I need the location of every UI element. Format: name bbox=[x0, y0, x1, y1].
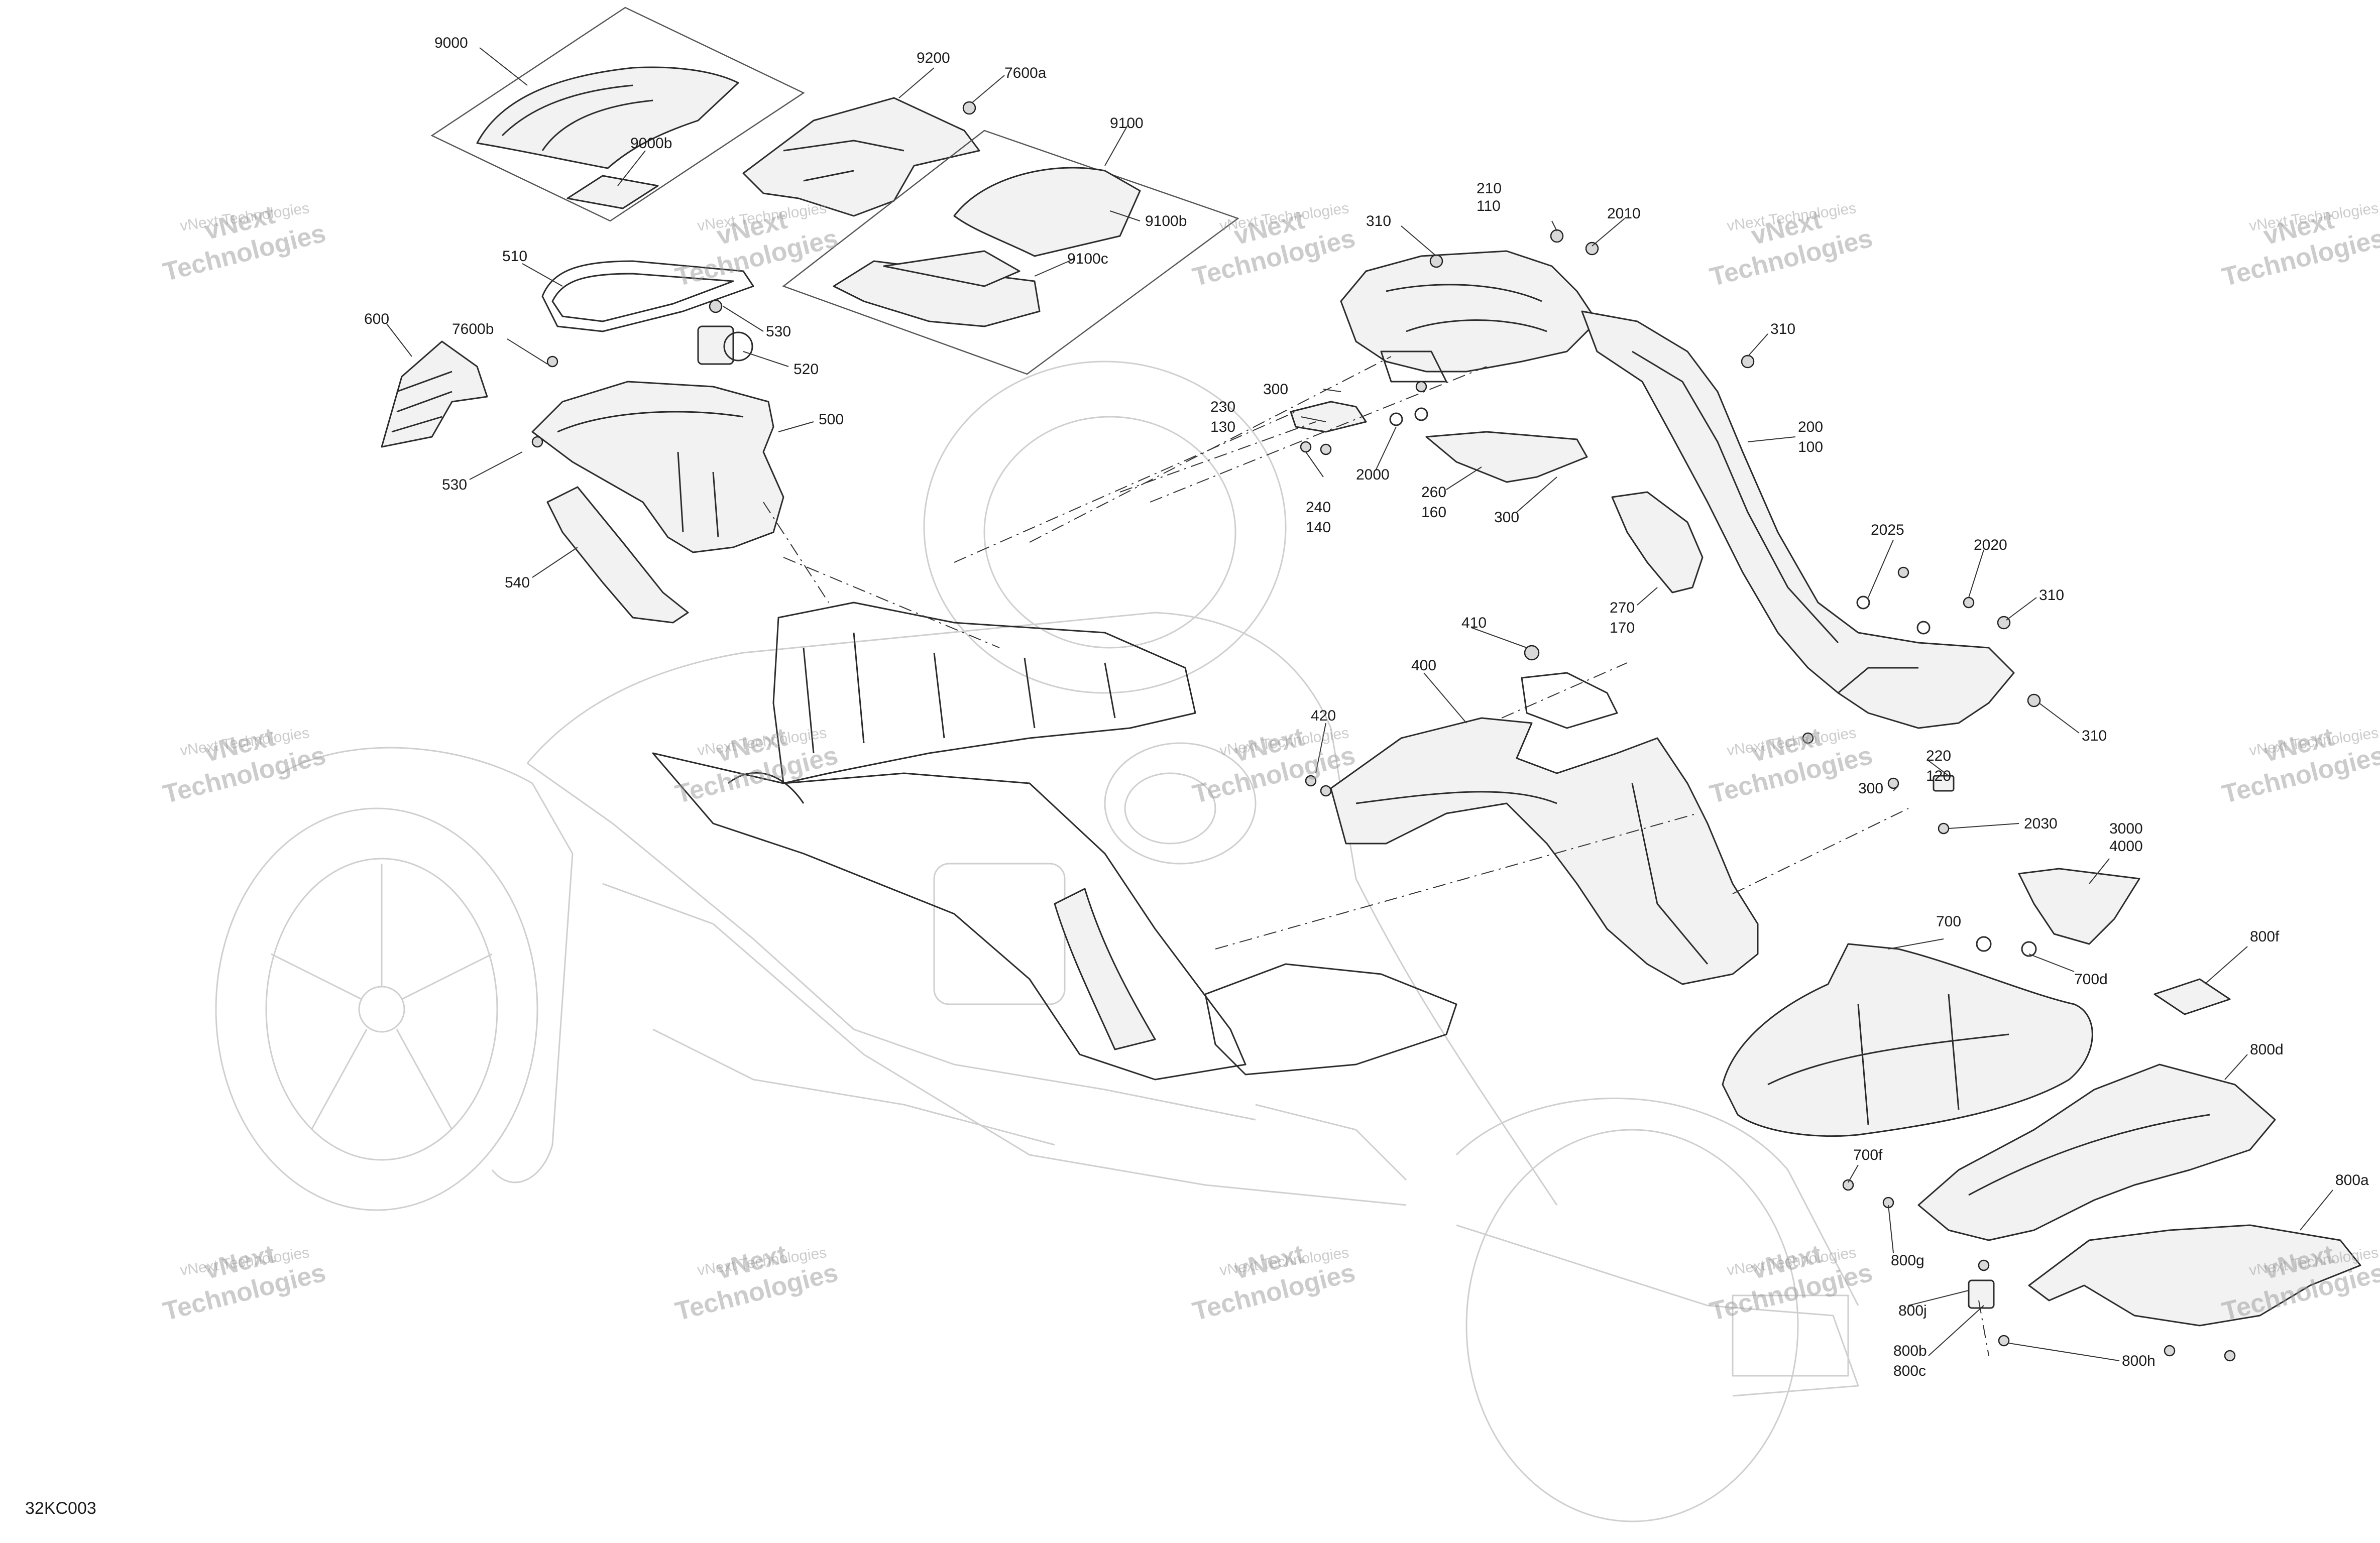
callout-label[interactable]: 210 bbox=[1477, 180, 1502, 197]
callout-labels: 9000 9000b 9200 7600a 9100 9100b 9100c 5… bbox=[364, 35, 2369, 1379]
callout-label[interactable]: 9200 bbox=[917, 50, 950, 66]
callout-label[interactable]: 800f bbox=[2250, 928, 2280, 945]
part-230-bracket bbox=[1290, 401, 1367, 455]
callout-label[interactable]: 540 bbox=[505, 574, 530, 591]
part-520-latch bbox=[697, 299, 753, 365]
callout-label[interactable]: 4000 bbox=[2109, 838, 2143, 855]
callout-label[interactable]: 3000 bbox=[2109, 820, 2143, 837]
callout-label[interactable]: 700 bbox=[1936, 913, 1961, 930]
callout-label[interactable]: 100 bbox=[1798, 439, 1823, 455]
callout-label[interactable]: 9100b bbox=[1145, 213, 1187, 229]
callout-label[interactable]: 310 bbox=[1366, 213, 1391, 229]
drawing-code: 32KC003 bbox=[25, 1499, 96, 1518]
callout-label[interactable]: 9100c bbox=[1067, 251, 1108, 267]
part-800a-guard bbox=[2028, 1224, 2361, 1362]
part-540 bbox=[546, 486, 689, 624]
part-700-seat bbox=[1722, 936, 2093, 1137]
part-220-clip bbox=[1802, 732, 1955, 835]
callout-label[interactable]: 800d bbox=[2250, 1041, 2284, 1058]
callout-label[interactable]: 9000 bbox=[434, 35, 468, 51]
callout-label[interactable]: 7600a bbox=[1004, 65, 1047, 81]
callout-label[interactable]: 310 bbox=[2082, 728, 2107, 744]
callout-label[interactable]: 7600b bbox=[452, 321, 494, 337]
callout-label[interactable]: 420 bbox=[1311, 707, 1336, 724]
callout-label[interactable]: 800j bbox=[1898, 1302, 1927, 1319]
callout-label[interactable]: 800b bbox=[1893, 1343, 1927, 1359]
callout-label[interactable]: 510 bbox=[502, 248, 527, 265]
part-400-side-panel bbox=[1305, 645, 1759, 985]
callout-label[interactable]: 800h bbox=[2122, 1353, 2156, 1369]
callout-label[interactable]: 2030 bbox=[2024, 815, 2058, 832]
callout-label[interactable]: 230 bbox=[1210, 399, 1235, 415]
callout-label[interactable]: 310 bbox=[2039, 587, 2064, 604]
kit-9000-box bbox=[430, 7, 805, 222]
part-260-cover bbox=[1425, 431, 1588, 483]
part-500-bin bbox=[531, 355, 784, 553]
part-200-frame-beam bbox=[1581, 310, 2015, 729]
callout-label[interactable]: 520 bbox=[794, 361, 819, 378]
watermark: vNext Technologies bbox=[672, 1240, 841, 1327]
part-dash-housing bbox=[1340, 229, 1599, 383]
watermark: vNext Technologies bbox=[1190, 1240, 1358, 1327]
callout-label[interactable]: 2010 bbox=[1607, 205, 1641, 222]
watermark: vNext Technologies bbox=[160, 1240, 328, 1327]
callout-label[interactable]: 170 bbox=[1610, 620, 1635, 636]
callout-label[interactable]: 240 bbox=[1306, 499, 1331, 516]
callout-label[interactable]: 700d bbox=[2074, 971, 2108, 988]
part-3000-4000-cover bbox=[2018, 868, 2140, 945]
callout-label[interactable]: 200 bbox=[1798, 419, 1823, 435]
callout-label[interactable]: 2025 bbox=[1871, 522, 1904, 538]
callout-label[interactable]: 140 bbox=[1306, 519, 1331, 536]
callout-label[interactable]: 500 bbox=[819, 411, 844, 428]
callout-label[interactable]: 270 bbox=[1610, 600, 1635, 616]
part-2000-washers bbox=[1389, 381, 1428, 426]
callout-label[interactable]: 530 bbox=[442, 477, 467, 493]
kit-9100-box bbox=[782, 130, 1239, 375]
part-800b-bracket bbox=[1968, 1259, 2010, 1347]
callout-label[interactable]: 260 bbox=[1421, 484, 1446, 501]
callout-label[interactable]: 9100 bbox=[1110, 115, 1144, 132]
callout-label[interactable]: 220 bbox=[1926, 748, 1951, 764]
callout-label[interactable]: 600 bbox=[364, 311, 389, 327]
callout-label[interactable]: 2020 bbox=[1974, 537, 2007, 553]
callout-label[interactable]: 2000 bbox=[1356, 466, 1390, 483]
ghost-vehicle bbox=[215, 361, 1859, 1522]
part-9200 bbox=[742, 97, 980, 217]
callout-label[interactable]: 410 bbox=[1461, 615, 1487, 631]
part-800f-plate bbox=[2154, 978, 2231, 1015]
part-510-seal bbox=[541, 260, 754, 332]
callout-label[interactable]: 120 bbox=[1926, 768, 1951, 784]
assembly-lines bbox=[763, 356, 1989, 1356]
frame-assembly bbox=[652, 602, 1457, 1081]
leader-lines bbox=[386, 47, 2333, 1361]
callout-label[interactable]: 160 bbox=[1421, 504, 1446, 521]
callout-label[interactable]: 300 bbox=[1263, 381, 1288, 398]
callout-label[interactable]: 800c bbox=[1893, 1363, 1926, 1379]
callout-label[interactable]: 300 bbox=[1858, 780, 1883, 797]
part-600 bbox=[381, 340, 488, 448]
callout-label[interactable]: 800a bbox=[2335, 1172, 2369, 1189]
watermark: vNext Technologies bbox=[2219, 723, 2380, 809]
part-800d-undertray bbox=[1842, 1063, 2276, 1241]
callout-label[interactable]: 700f bbox=[1853, 1147, 1883, 1163]
callout-label[interactable]: 800g bbox=[1891, 1252, 1924, 1269]
callout-label[interactable]: 300 bbox=[1494, 509, 1519, 526]
callout-label[interactable]: 9000b bbox=[630, 135, 672, 152]
callout-label[interactable]: 130 bbox=[1210, 419, 1235, 435]
part-270-panel bbox=[1611, 491, 1704, 594]
callout-label[interactable]: 310 bbox=[1770, 321, 1795, 337]
callout-label[interactable]: 110 bbox=[1477, 198, 1501, 214]
callout-label[interactable]: 400 bbox=[1411, 657, 1436, 674]
callout-label[interactable]: 530 bbox=[766, 323, 791, 340]
